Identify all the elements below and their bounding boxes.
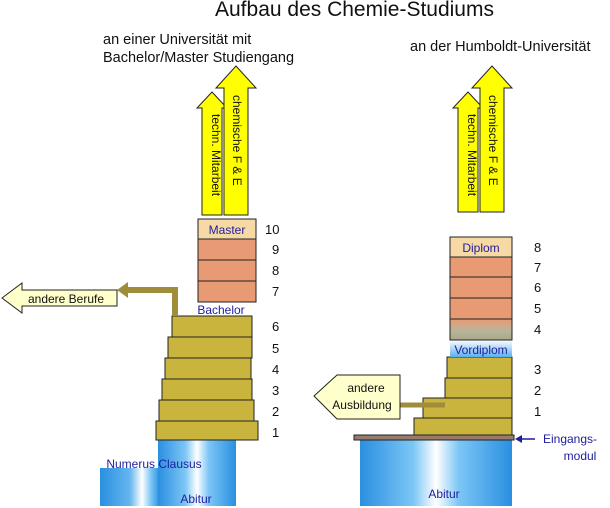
right-semester-8: 8 — [534, 240, 541, 255]
left-base-block — [158, 440, 236, 506]
andere-ausbildung-arrow — [313, 374, 401, 420]
left-block-10-master — [197, 218, 257, 240]
right-semester-6: 6 — [534, 280, 541, 295]
left-semester-10: 10 — [265, 222, 279, 237]
left-semester-2: 2 — [272, 404, 279, 419]
left-semester-5: 5 — [272, 341, 279, 356]
left-semester-7: 7 — [272, 284, 279, 299]
left-connector-line — [125, 287, 178, 316]
master-label: Master — [209, 223, 246, 237]
left-step-3 — [161, 378, 253, 401]
page-title: Aufbau des Chemie-Studiums — [215, 0, 494, 21]
left-base-small-block — [100, 468, 160, 506]
right-semester-3: 3 — [534, 362, 541, 377]
left-semester-6: 6 — [272, 319, 279, 334]
right-block-7 — [449, 276, 513, 299]
right-diplom-stack — [449, 236, 513, 341]
andere-berufe-label: andere Berufe — [28, 292, 104, 306]
right-techn-mitarbeit-label: techn. Mitarbeit — [465, 114, 479, 197]
left-step-6 — [171, 315, 253, 338]
eingangsmodul-label-line2: modul — [564, 449, 597, 463]
andere-ausbildung-label-line2: Ausbildung — [332, 398, 391, 412]
bachelor-label: Bachelor — [197, 303, 244, 317]
right-step-2 — [422, 397, 513, 419]
eingang-pointer-arrowhead — [515, 435, 522, 443]
left-block-7 — [197, 280, 257, 303]
right-semester-4: 4 — [534, 322, 541, 337]
left-step-1 — [155, 420, 259, 441]
left-chemische-label: chemische F & E — [230, 95, 244, 186]
right-arrow-chemische — [470, 65, 514, 213]
left-semester-3: 3 — [272, 383, 279, 398]
left-abitur-label: Abitur — [180, 492, 211, 506]
right-chemische-label: chemische F & E — [486, 95, 500, 186]
right-staircase — [413, 356, 513, 436]
left-arrow-techn-mitarbeit — [195, 91, 229, 216]
left-connector-arrowhead — [117, 282, 128, 298]
numerus-clausus-label: Numerus Clausus — [106, 457, 201, 471]
eingangsmodul-platform — [353, 434, 515, 441]
right-block-8 — [449, 256, 513, 278]
eingangsmodul-label-line1: Eingangs- — [543, 432, 597, 446]
right-block-6 — [449, 297, 513, 320]
right-semester-5: 5 — [534, 301, 541, 316]
right-semester-7: 7 — [534, 260, 541, 275]
right-abitur-label: Abitur — [428, 487, 459, 501]
left-semester-4: 4 — [272, 362, 279, 377]
right-block-5 — [449, 318, 513, 341]
left-block-9 — [197, 238, 257, 261]
diplom-label: Diplom — [462, 241, 499, 255]
right-semester-numbers: 1 2 3 4 5 6 7 8 — [534, 240, 541, 419]
andere-berufe-arrow — [1, 282, 118, 314]
left-step-4 — [164, 357, 252, 380]
right-base-block — [360, 440, 512, 506]
left-techn-mitarbeit-label: techn. Mitarbeit — [209, 114, 223, 197]
right-subtitle: an der Humboldt-Universität — [410, 39, 591, 55]
left-arrow-chemische — [214, 65, 258, 216]
left-semester-1: 1 — [272, 425, 279, 440]
left-step-5 — [167, 336, 253, 359]
right-step-3 — [444, 377, 513, 399]
left-master-stack — [197, 218, 257, 303]
left-staircase — [155, 315, 259, 441]
left-semester-numbers: 1 2 3 4 5 6 7 8 9 10 — [265, 222, 279, 440]
left-subtitle-line1: an einer Universität mit — [103, 32, 252, 48]
right-semester-2: 2 — [534, 383, 541, 398]
right-semester-1: 1 — [534, 404, 541, 419]
vordiplom-band — [450, 340, 512, 357]
right-block-9-diplom — [449, 236, 513, 258]
left-semester-8: 8 — [272, 263, 279, 278]
right-arrow-techn-mitarbeit — [451, 91, 485, 213]
right-step-4 — [446, 356, 513, 379]
left-subtitle-line2: Bachelor/Master Studiengang — [103, 50, 295, 66]
andere-ausbildung-label-line1: andere — [347, 381, 385, 395]
vordiplom-label: Vordiplom — [454, 343, 507, 357]
left-block-8 — [197, 259, 257, 282]
right-step-1 — [413, 417, 513, 436]
left-semester-9: 9 — [272, 242, 279, 257]
left-step-2 — [158, 399, 255, 422]
